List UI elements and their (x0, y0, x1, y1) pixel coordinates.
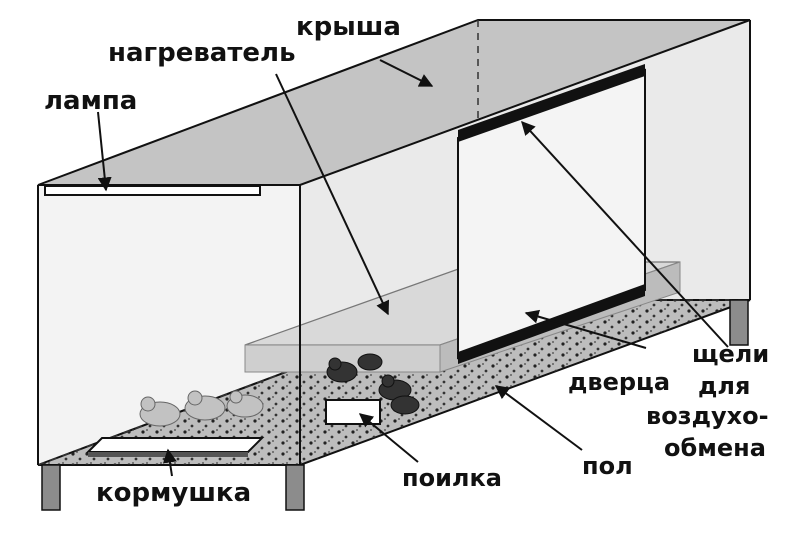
feeder-tray (85, 437, 265, 453)
leader-roof (379, 59, 434, 87)
leader-lamp (97, 111, 112, 192)
label-vents-line3: воздухо- (646, 402, 769, 430)
label-feeder: кормушка (96, 478, 252, 508)
label-vents-line1: щели (692, 340, 770, 368)
leg-back-right (729, 299, 749, 346)
leg-front-right (285, 464, 305, 511)
leader-lines (97, 59, 729, 477)
chicks-light (139, 390, 264, 427)
label-heater: нагреватель (108, 38, 296, 68)
chicks-dark (326, 353, 420, 415)
label-roof: крыша (296, 12, 401, 42)
label-waterer: поилка (402, 464, 502, 492)
label-door: дверца (568, 368, 671, 396)
leader-vents (521, 120, 729, 348)
label-vents-line2: для (698, 372, 751, 400)
leg-front-left (41, 464, 61, 511)
leader-floor (494, 385, 583, 451)
lamp-bar (44, 185, 261, 196)
leader-waterer (358, 413, 419, 463)
label-lamp: лампа (44, 86, 138, 116)
door-vent-bottom (458, 284, 645, 364)
label-floor: пол (582, 452, 633, 480)
leader-feeder (162, 448, 177, 477)
leader-door (524, 309, 647, 349)
door-vent-top (458, 64, 645, 142)
leader-heater (275, 73, 390, 316)
waterer-dish (325, 399, 381, 425)
label-vents-line4: обмена (664, 434, 766, 462)
